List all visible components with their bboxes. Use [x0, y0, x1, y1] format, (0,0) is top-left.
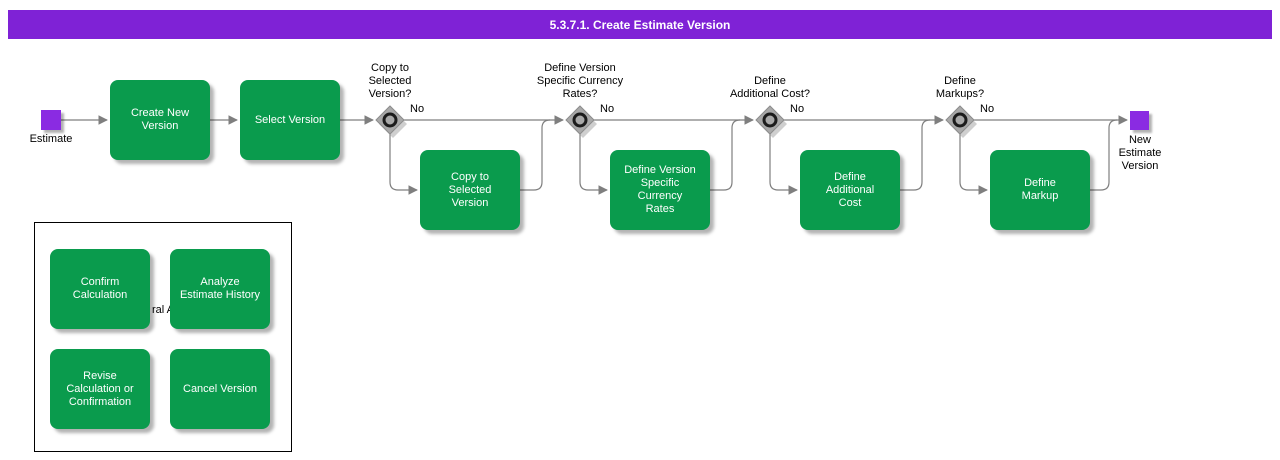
no-branch-label-4: No	[980, 103, 995, 115]
gateway-ring-icon	[952, 112, 968, 128]
task-analyze-estimate-history[interactable]: Analyze Estimate History	[170, 249, 270, 329]
start-event-square	[41, 110, 61, 130]
title-bar: 5.3.7.1. Create Estimate Version	[8, 10, 1272, 39]
decision-question-define-currency-rates: Define Version Specific Currency Rates?	[536, 62, 624, 100]
page-title: 5.3.7.1. Create Estimate Version	[549, 17, 731, 32]
gateway-ring-icon	[762, 112, 778, 128]
task-define-additional-cost[interactable]: Define Additional Cost	[800, 150, 900, 230]
decision-gateway-define-additional-cost	[755, 105, 787, 138]
no-branch-label-2: No	[600, 103, 615, 115]
connector-gateway4-down	[959, 134, 988, 195]
decision-question-copy-to-selected-version: Copy to Selected Version?	[368, 62, 412, 100]
connector-action2-rejoin	[710, 119, 741, 191]
decision-question-define-markups: Define Markups?	[935, 75, 985, 100]
gateway-ring-icon	[382, 112, 398, 128]
subprocess-partial-text: ral A	[152, 304, 175, 316]
task-define-markup[interactable]: Define Markup	[990, 150, 1090, 230]
task-cancel-version[interactable]: Cancel Version	[170, 349, 270, 429]
task-define-version-specific-currency-rates[interactable]: Define Version Specific Currency Rates	[610, 150, 710, 230]
connector-gateway2-down	[579, 134, 608, 195]
connector-action1-rejoin	[520, 119, 551, 191]
connector-gateway1-down	[389, 134, 418, 195]
connector-action3-rejoin	[900, 119, 931, 191]
start-event-label: Estimate	[29, 133, 73, 145]
no-branch-label-1: No	[410, 103, 425, 115]
connector-lines	[61, 115, 1128, 195]
gateway-ring-icon	[572, 112, 588, 128]
task-revise-calculation-or-confirmation[interactable]: Revise Calculation or Confirmation	[50, 349, 150, 429]
decision-gateway-copy-to-selected-version	[375, 105, 407, 138]
decision-gateway-define-currency-rates	[565, 105, 597, 138]
end-event-square	[1130, 111, 1149, 130]
task-confirm-calculation[interactable]: Confirm Calculation	[50, 249, 150, 329]
task-create-new-version[interactable]: Create New Version	[110, 80, 210, 160]
no-branch-label-3: No	[790, 103, 805, 115]
task-select-version[interactable]: Select Version	[240, 80, 340, 160]
decision-gateway-define-markups	[945, 105, 977, 138]
task-copy-to-selected-version[interactable]: Copy to Selected Version	[420, 150, 520, 230]
end-event-label: New Estimate Version	[1118, 134, 1162, 172]
connector-action4-rejoin	[1090, 119, 1118, 191]
decision-question-define-additional-cost: Define Additional Cost?	[729, 75, 811, 100]
connector-gateway3-down	[769, 134, 798, 195]
